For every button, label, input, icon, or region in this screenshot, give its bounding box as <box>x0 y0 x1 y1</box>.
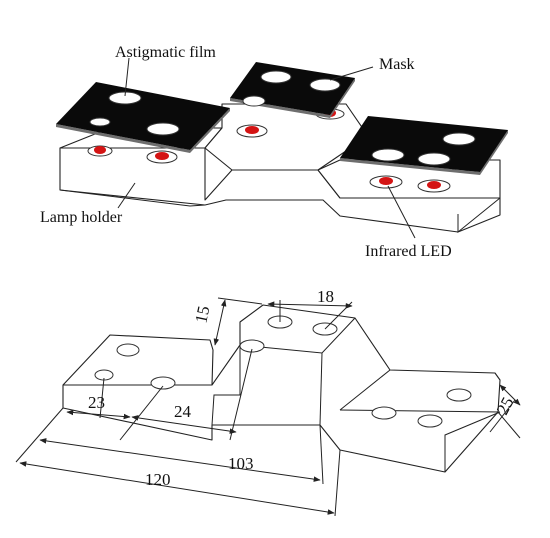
label-astigmatic-film: Astigmatic film <box>115 44 216 61</box>
assembly-illustration: Astigmatic film Mask Lamp holder Infrare… <box>40 44 508 260</box>
astigmatic-film-plate <box>56 82 230 153</box>
label-mask: Mask <box>379 56 415 73</box>
dimension-lines <box>15 297 521 517</box>
label-lamp-holder: Lamp holder <box>40 209 123 226</box>
label-leaders <box>117 57 416 239</box>
dim-103: 103 <box>228 454 254 473</box>
dim-23: 23 <box>88 393 105 412</box>
mask-plate <box>230 62 355 118</box>
dimension-drawing: 120 103 23 24 15 18 25 <box>15 287 521 517</box>
dim-24: 24 <box>174 402 192 421</box>
right-plate <box>340 116 508 175</box>
dim-120: 120 <box>145 470 171 489</box>
dim-18: 18 <box>317 287 334 306</box>
dim-25: 25 <box>493 394 518 418</box>
dim-15: 15 <box>191 304 213 325</box>
label-infrared-led: Infrared LED <box>365 243 452 260</box>
